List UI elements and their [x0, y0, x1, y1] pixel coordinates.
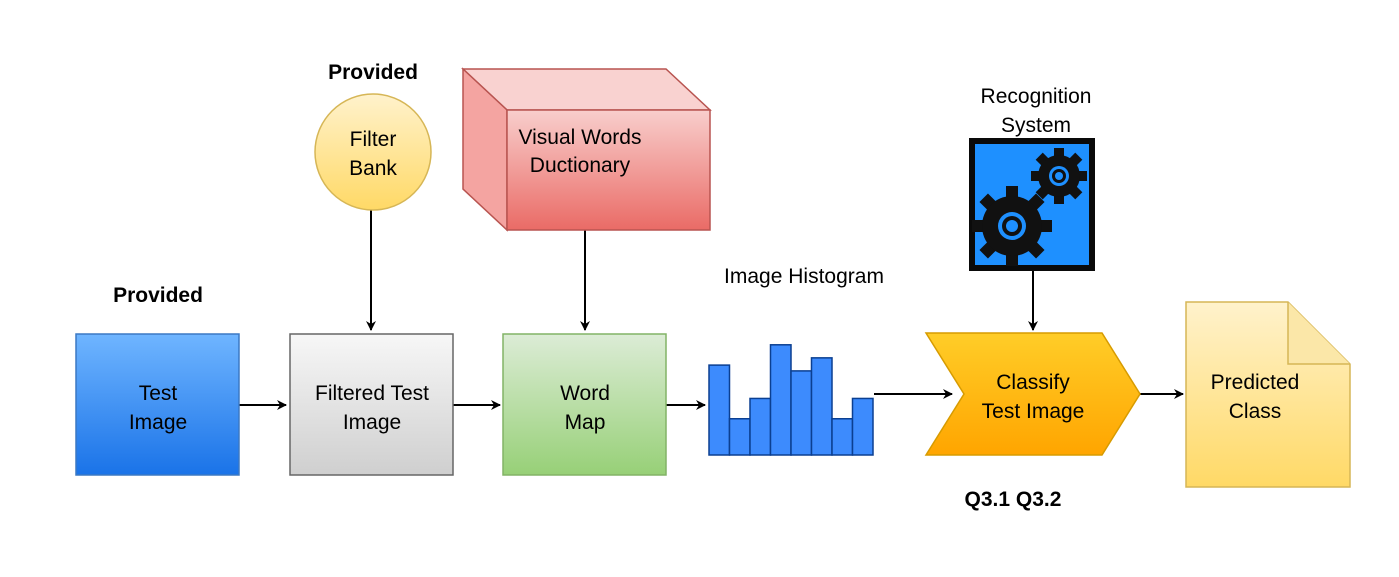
- filtered-test-image-label-line2: Image: [343, 411, 401, 434]
- test-image-label-line1: Test: [139, 382, 178, 405]
- node-predicted-class: Predicted Class: [1185, 301, 1351, 488]
- node-visual-words-dictionary: Visual Words Ductionary: [461, 67, 712, 232]
- histogram-bar: [749, 397, 772, 456]
- word-map-box: [502, 333, 667, 476]
- image-histogram-label: Image Histogram: [724, 265, 884, 288]
- classify-chevron: [924, 332, 1141, 456]
- histogram-bar: [810, 357, 833, 456]
- histogram-bar: [708, 364, 731, 456]
- predicted-class-label-line1: Predicted: [1211, 371, 1300, 394]
- visual-words-label-line2: Ductionary: [530, 154, 631, 177]
- filtered-test-image-box: [289, 333, 454, 476]
- histogram-bar: [831, 418, 854, 456]
- node-word-map: Word Map: [502, 333, 667, 476]
- filter-bank-label-line2: Bank: [349, 157, 397, 180]
- predicted-class-label-line2: Class: [1229, 400, 1282, 423]
- histogram-bar: [728, 418, 751, 456]
- histogram-bar: [769, 344, 792, 456]
- word-map-label-line1: Word: [560, 382, 610, 405]
- questions-label: Q3.1 Q3.2: [965, 488, 1062, 511]
- classify-label-line1: Classify: [996, 371, 1070, 394]
- visual-words-label-line1: Visual Words: [519, 126, 642, 149]
- provided-label-test-image: Provided: [113, 284, 203, 307]
- node-classify-test-image: Classify Test Image: [924, 332, 1141, 456]
- histogram-bar: [790, 370, 813, 456]
- node-test-image: Test Image: [75, 333, 240, 476]
- predicted-class-document: [1185, 301, 1351, 488]
- recognition-system-label-line2: System: [1001, 114, 1071, 137]
- gears-icon: [972, 148, 1087, 266]
- histogram-bar: [851, 397, 874, 456]
- test-image-box: [75, 333, 240, 476]
- image-histogram: [708, 344, 874, 456]
- word-map-label-line2: Map: [565, 411, 606, 434]
- node-filtered-test-image: Filtered Test Image: [289, 333, 454, 476]
- recognition-system-label-line1: Recognition: [981, 85, 1092, 108]
- filter-bank-label-line1: Filter: [350, 128, 397, 151]
- predicted-class-fold: [1287, 302, 1350, 365]
- test-image-label-line2: Image: [129, 411, 187, 434]
- provided-label-filter-bank: Provided: [328, 61, 418, 84]
- recognition-system: [969, 138, 1095, 271]
- filtered-test-image-label-line1: Filtered Test: [315, 382, 429, 405]
- filter-bank-circle: [314, 93, 432, 211]
- classify-label-line2: Test Image: [982, 400, 1085, 423]
- node-filter-bank: Filter Bank: [314, 93, 432, 211]
- visual-words-front-face: [506, 109, 711, 231]
